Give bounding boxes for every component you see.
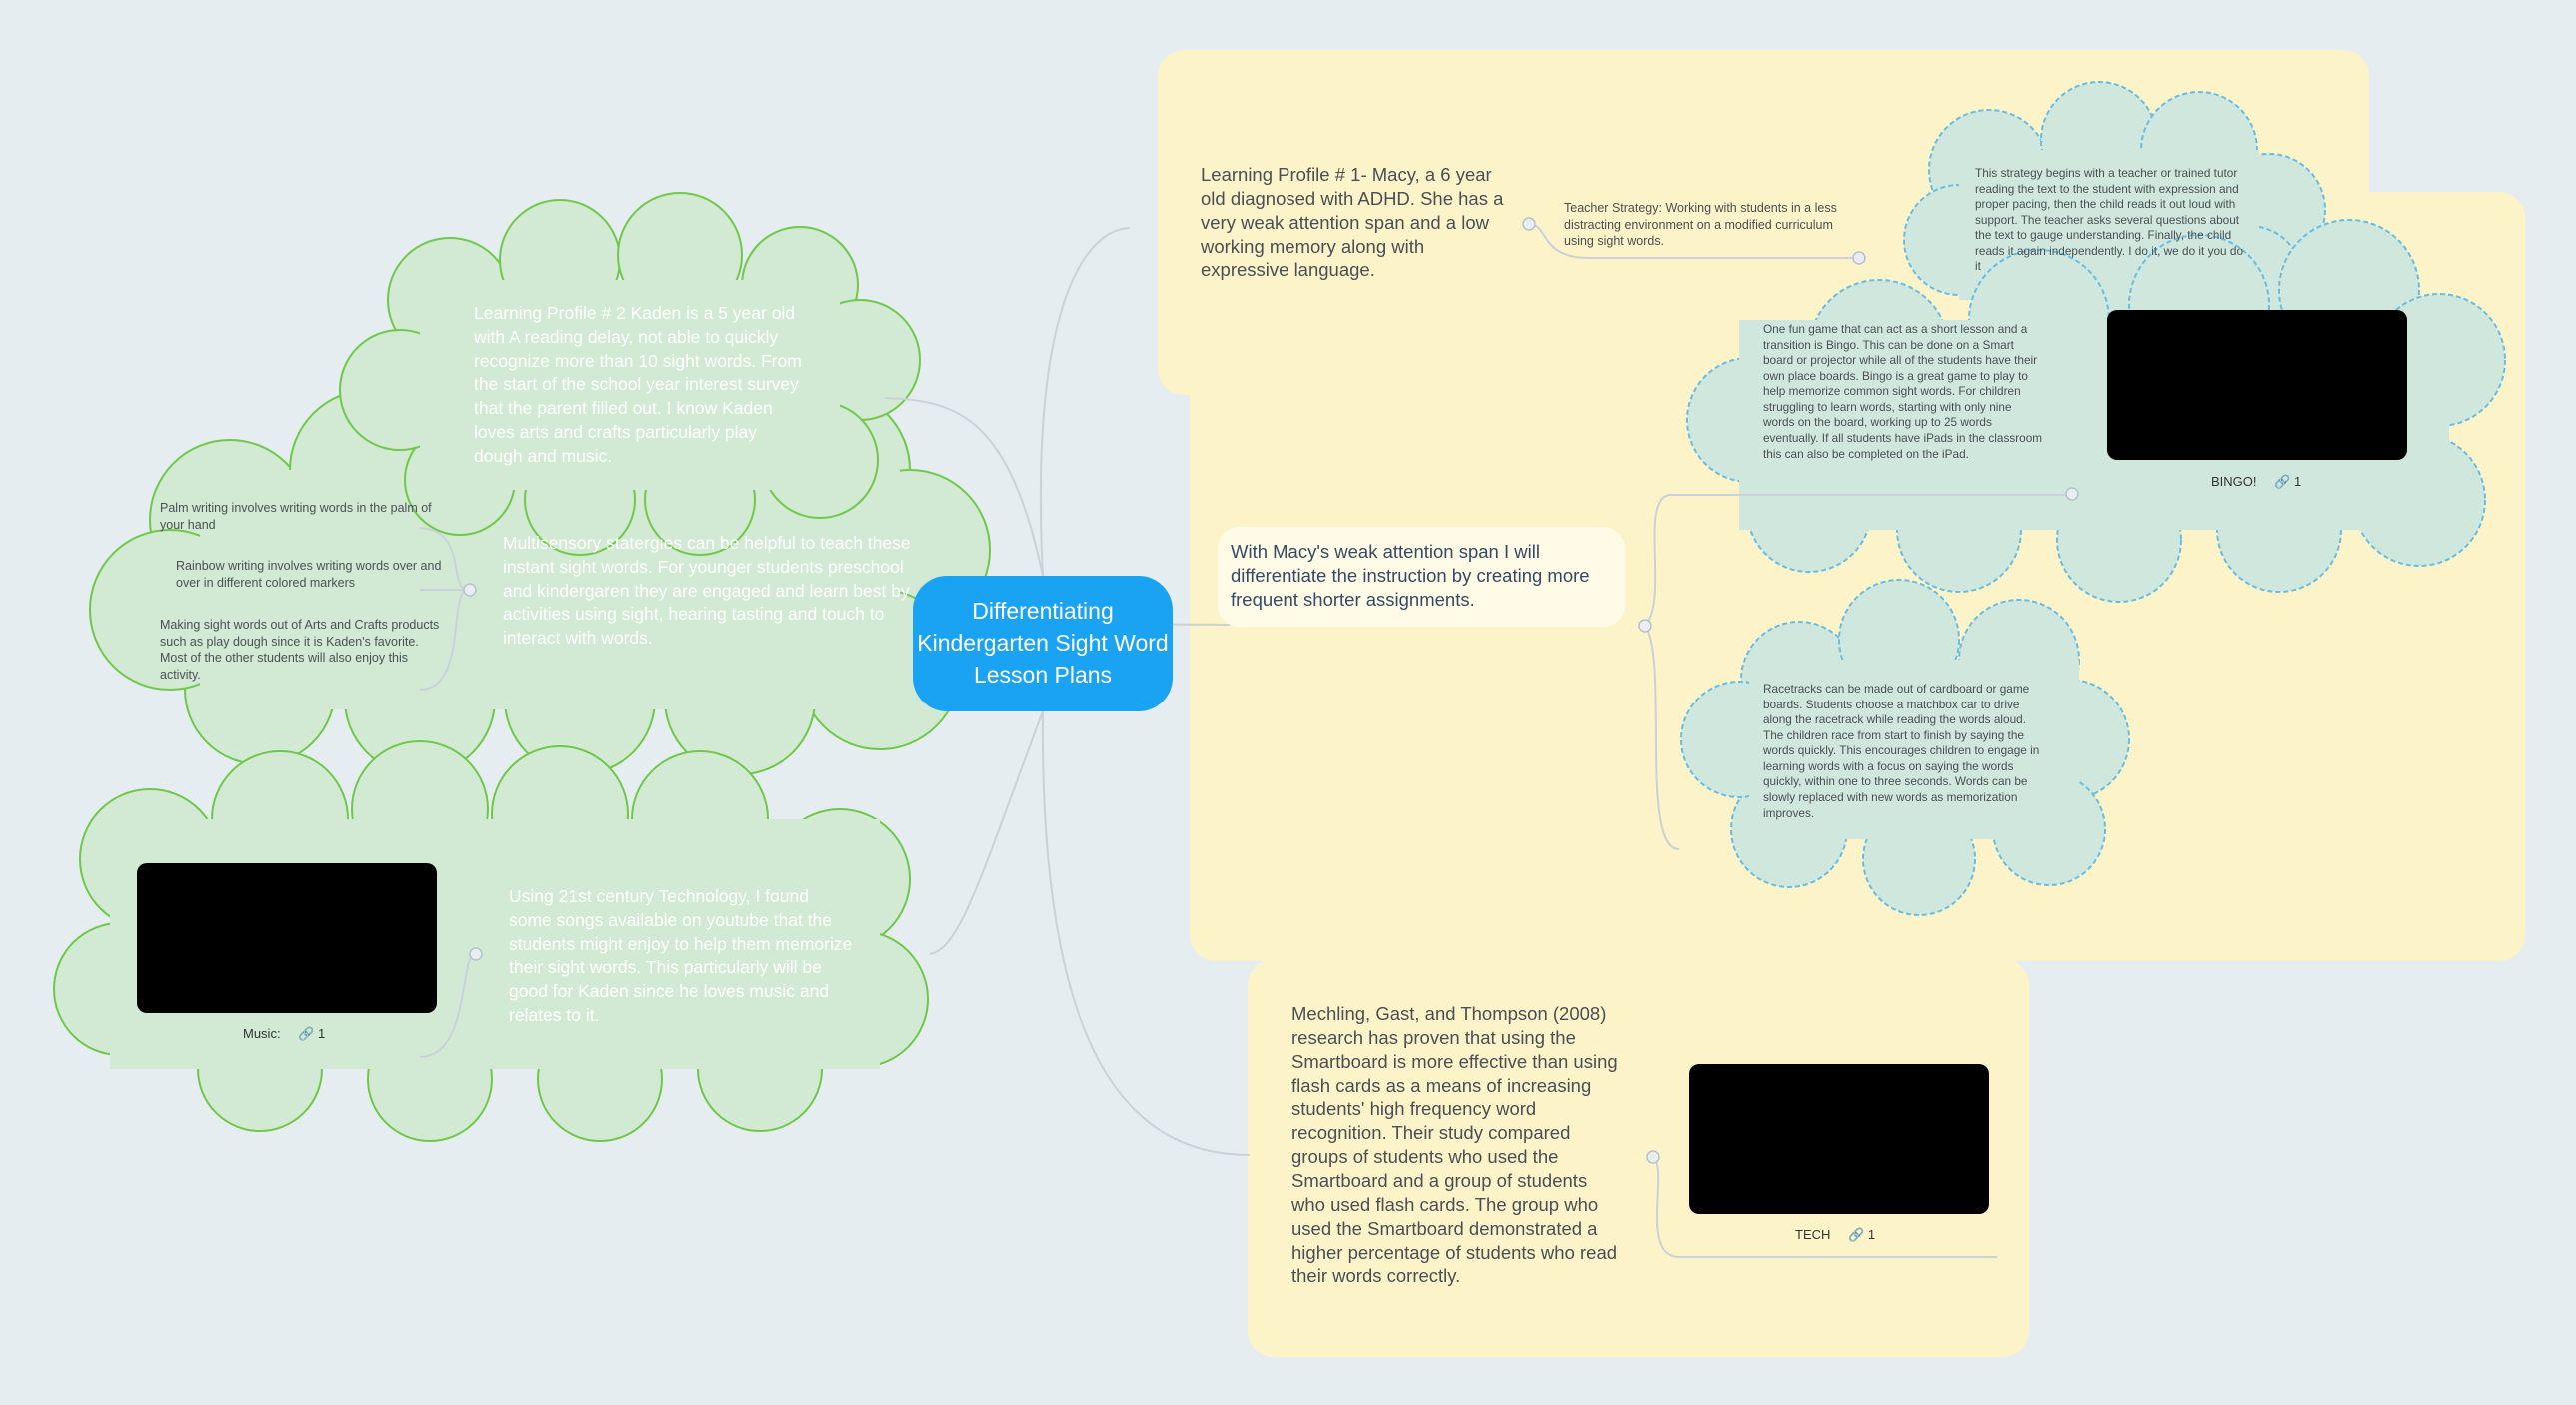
palm-writing-text[interactable]: Palm writing involves writing words in t… [160,501,432,532]
link-icon[interactable]: 🔗 [1848,1227,1865,1242]
bingo-link-count: 1 [2293,474,2302,489]
music-caption-label: Music: [243,1026,281,1041]
differentiate-node[interactable] [1218,527,1625,627]
technology-text[interactable]: Using 21st century Technology, I found s… [509,886,853,1025]
bingo-caption-label: BINGO! [2211,474,2257,489]
racetrack-cloud [1680,579,2130,916]
teacher-strategy-text[interactable]: Teacher Strategy: Working with students … [1564,201,1837,248]
bingo-caption[interactable]: BINGO! 🔗 1 [2211,474,2301,490]
music-link-count: 1 [318,1026,326,1041]
bingo-text[interactable]: One fun game that can act as a short les… [1763,322,2043,461]
link-icon[interactable]: 🔗 [2274,474,2291,489]
kaden-profile-text[interactable]: Learning Profile # 2 Kaden is a 5 year o… [474,303,802,466]
macy-profile-text[interactable]: Learning Profile # 1- Macy, a 6 year old… [1201,164,1504,281]
crafts-text[interactable]: Making sight words out of Arts and Craft… [160,618,440,682]
rainbow-writing-text[interactable]: Rainbow writing involves writing words o… [176,559,442,590]
tech-caption-label: TECH [1795,1227,1831,1242]
music-video[interactable] [137,863,437,1013]
tech-caption[interactable]: TECH 🔗 1 [1795,1227,1875,1243]
connector-dots [463,217,2079,1164]
bingo-video[interactable] [2107,310,2407,460]
link-icon[interactable]: 🔗 [298,1026,315,1041]
strategy-detail-text[interactable]: This strategy begins with a teacher or t… [1975,166,2244,274]
technology-cloud [53,740,929,1142]
multisensory-text[interactable]: Multisensory statergies can be helpful t… [503,533,911,649]
kaden-profile-cloud [339,192,921,556]
central-topic[interactable]: Differentiating Kindergarten Sight Word … [913,576,1173,711]
tech-video[interactable] [1689,1064,1989,1214]
music-caption[interactable]: Music: 🔗 1 [243,1026,325,1042]
bingo-cloud [1686,219,2506,603]
research-text[interactable]: Mechling, Gast, and Thompson (2008) rese… [1291,1003,1618,1287]
differentiate-text[interactable]: With Macy's weak attention span I will d… [1231,541,1590,610]
racetrack-text[interactable]: Racetracks can be made out of cardboard … [1763,682,2040,820]
tech-link-count: 1 [1867,1227,1876,1242]
